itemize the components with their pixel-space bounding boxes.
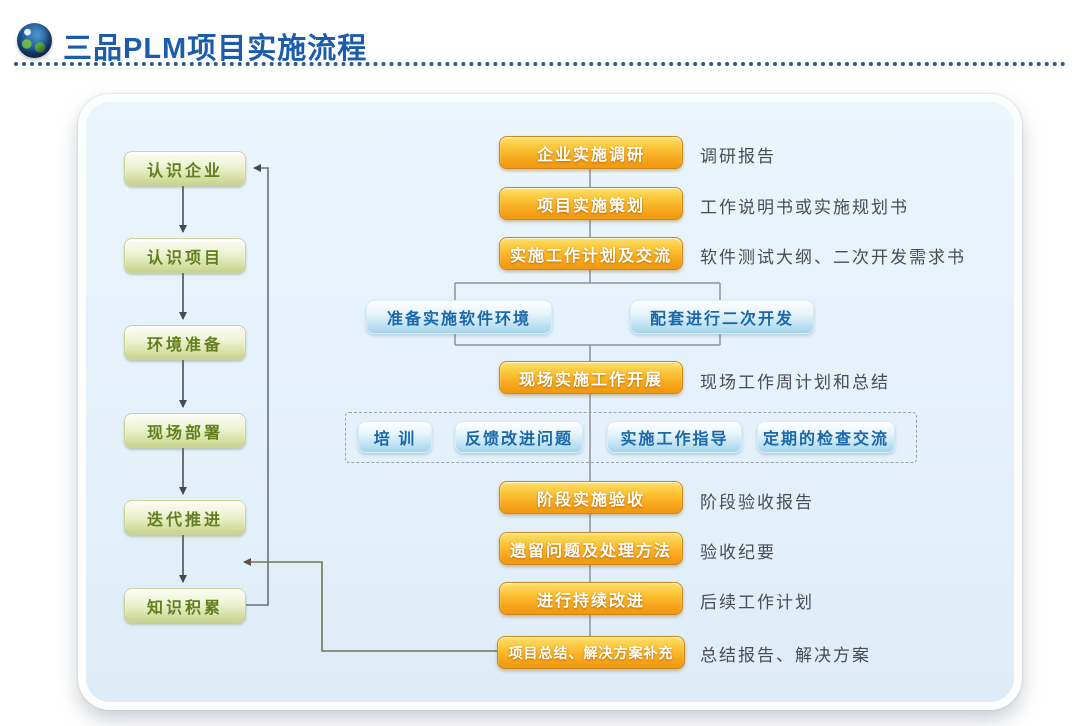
step-stage-acceptance[interactable]: 阶段实施验收 <box>499 481 683 514</box>
page-title: 三品PLM项目实施流程 <box>63 33 368 65</box>
step-continuous-improve[interactable]: 进行持续改进 <box>499 582 683 615</box>
output-acceptance-report: 阶段验收报告 <box>700 493 814 512</box>
title-underline-dotted <box>14 62 1066 66</box>
step-project-summary[interactable]: 项目总结、解决方案补充 <box>497 636 685 669</box>
step-environment-prep[interactable]: 环境准备 <box>124 325 246 360</box>
output-followup-plan: 后续工作计划 <box>700 593 814 612</box>
output-weekly-plan-summary: 现场工作周计划和总结 <box>700 373 890 392</box>
step-enterprise-research[interactable]: 企业实施调研 <box>499 136 683 169</box>
activity-training[interactable]: 培 训 <box>358 421 432 453</box>
globe-icon <box>17 23 52 58</box>
step-project-planning[interactable]: 项目实施策划 <box>499 187 683 220</box>
activity-periodic-check[interactable]: 定期的检查交流 <box>757 421 895 453</box>
output-test-outline: 软件测试大纲、二次开发需求书 <box>700 248 966 267</box>
output-research-report: 调研报告 <box>700 147 776 166</box>
output-summary-solution: 总结报告、解决方案 <box>700 646 871 665</box>
task-secondary-development[interactable]: 配套进行二次开发 <box>630 300 814 334</box>
step-onsite-work[interactable]: 现场实施工作开展 <box>499 361 683 394</box>
onsite-activities-group <box>345 412 917 463</box>
step-onsite-deploy[interactable]: 现场部署 <box>124 413 246 448</box>
activity-feedback-improve[interactable]: 反馈改进问题 <box>455 421 583 453</box>
output-acceptance-minutes: 验收纪要 <box>700 543 776 562</box>
step-know-enterprise[interactable]: 认识企业 <box>124 151 246 186</box>
step-know-project[interactable]: 认识项目 <box>124 238 246 273</box>
step-remaining-issues[interactable]: 遗留问题及处理方法 <box>499 532 683 565</box>
step-iterate-advance[interactable]: 迭代推进 <box>124 500 246 535</box>
step-work-plan-exchange[interactable]: 实施工作计划及交流 <box>499 237 683 270</box>
activity-implementation-guidance[interactable]: 实施工作指导 <box>607 421 742 453</box>
output-work-statement: 工作说明书或实施规划书 <box>700 198 909 217</box>
step-knowledge-accumulate[interactable]: 知识积累 <box>124 588 246 623</box>
task-prepare-software-env[interactable]: 准备实施软件环境 <box>366 300 552 334</box>
